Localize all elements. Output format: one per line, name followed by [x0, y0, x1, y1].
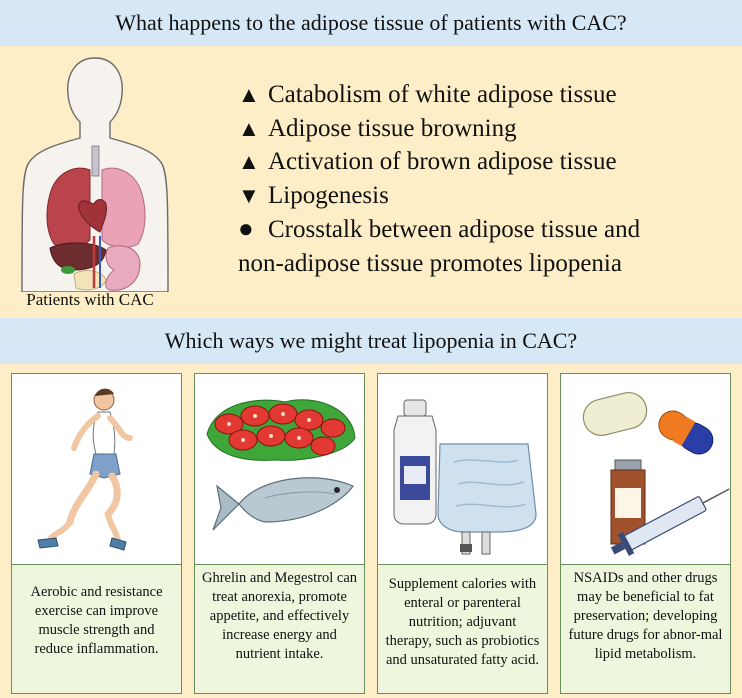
up-triangle-icon: ▲: [238, 82, 260, 107]
card-illustration: [12, 374, 181, 564]
treatment-header: Which ways we might treat lipopenia in C…: [0, 318, 742, 364]
nutrition-bag-icon: [393, 399, 537, 555]
card-text: Ghrelin and Megestrol can treat anorexia…: [195, 564, 364, 693]
treatment-card-drugs: NSAIDs and other drugs may be beneficial…: [560, 373, 731, 694]
effect-text: Adipose tissue browning: [268, 114, 517, 142]
up-triangle-icon: ▲: [238, 149, 260, 174]
patient-illustration: [10, 52, 180, 292]
salad-fish-icon: [206, 399, 356, 531]
effect-text: Catabolism of white adipose tissue: [268, 81, 617, 108]
effect-item: ▼ Lipogenesis: [238, 179, 738, 213]
question-title: What happens to the adipose tissue of pa…: [115, 10, 627, 35]
treatment-card-exercise: Aerobic and resistance exercise can impr…: [11, 373, 182, 694]
effect-text: Activation of brown adipose tissue: [268, 148, 617, 175]
card-text: Supplement calories with enteral or pare…: [378, 564, 547, 693]
question-header: What happens to the adipose tissue of pa…: [0, 0, 742, 46]
medicine-icon: [582, 392, 730, 556]
treatment-card-appetite: Ghrelin and Megestrol can treat anorexia…: [194, 373, 365, 694]
effect-item: ● Crosstalk between adipose tissue and: [238, 212, 738, 247]
effects-list: ▲ Catabolism of white adipose tissue ▲ Adi…: [238, 78, 738, 280]
effect-text: Lipogenesis: [268, 181, 389, 209]
card-illustration: [561, 374, 730, 564]
effect-item: ▲ Activation of brown adipose tissue: [238, 145, 738, 179]
circle-bullet-icon: ●: [238, 214, 254, 243]
effect-continuation: non-adipose tissue promotes lipopenia: [238, 249, 622, 277]
card-text: Aerobic and resistance exercise can impr…: [12, 564, 181, 693]
treatment-title: Which ways we might treat lipopenia in C…: [164, 328, 578, 353]
patient-caption: Patients with CAC: [26, 290, 154, 309]
up-triangle-icon: ▲: [238, 115, 260, 141]
treatment-panel: Aerobic and resistance exercise can impr…: [0, 364, 742, 698]
treatment-card-nutrition: Supplement calories with enteral or pare…: [377, 373, 548, 694]
down-triangle-icon: ▼: [238, 182, 260, 208]
card-illustration: [195, 374, 364, 564]
effect-item: ▲ Adipose tissue browning: [238, 112, 738, 146]
adipose-effects-panel: Patients with CAC ▲ Catabolism of white a…: [0, 46, 742, 318]
runner-icon: [37, 388, 133, 551]
torso-organs-icon: [21, 57, 169, 292]
effect-item: ▲ Catabolism of white adipose tissue: [238, 78, 738, 112]
card-text: NSAIDs and other drugs may be beneficial…: [561, 564, 730, 693]
effect-text: Crosstalk between adipose tissue and: [268, 216, 641, 243]
card-illustration: [378, 374, 547, 564]
